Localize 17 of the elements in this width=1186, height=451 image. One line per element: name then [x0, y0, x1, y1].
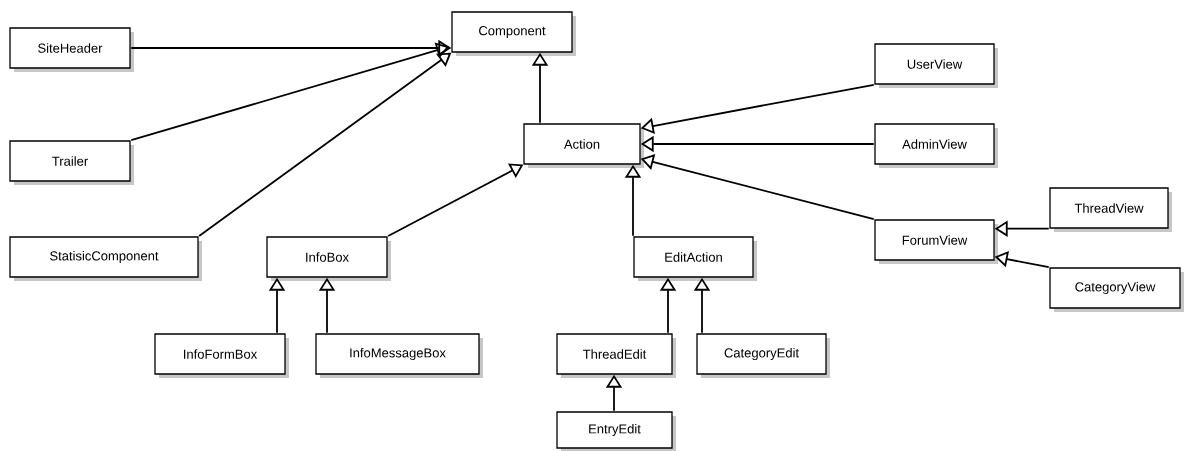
class-box: InfoFormBox [154, 333, 289, 378]
class-box: EditAction [633, 236, 757, 281]
class-box: UserView [874, 43, 998, 88]
class-box: SiteHeader [9, 27, 134, 72]
class-box: StatisicComponent [9, 236, 202, 281]
class-box: CategoryEdit [696, 333, 830, 378]
class-box: Trailer [9, 140, 134, 185]
class-box: Action [523, 123, 644, 168]
class-box: EntryEdit [556, 411, 676, 451]
class-box: ForumView [874, 219, 998, 264]
class-box: InfoMessageBox [315, 333, 483, 378]
class-box: ThreadEdit [556, 333, 676, 378]
class-box: ThreadView [1049, 187, 1172, 232]
class-box: Component [451, 11, 576, 56]
class-box: CategoryView [1049, 267, 1184, 312]
class-box: InfoBox [266, 236, 391, 281]
class-box: AdminView [874, 123, 998, 168]
